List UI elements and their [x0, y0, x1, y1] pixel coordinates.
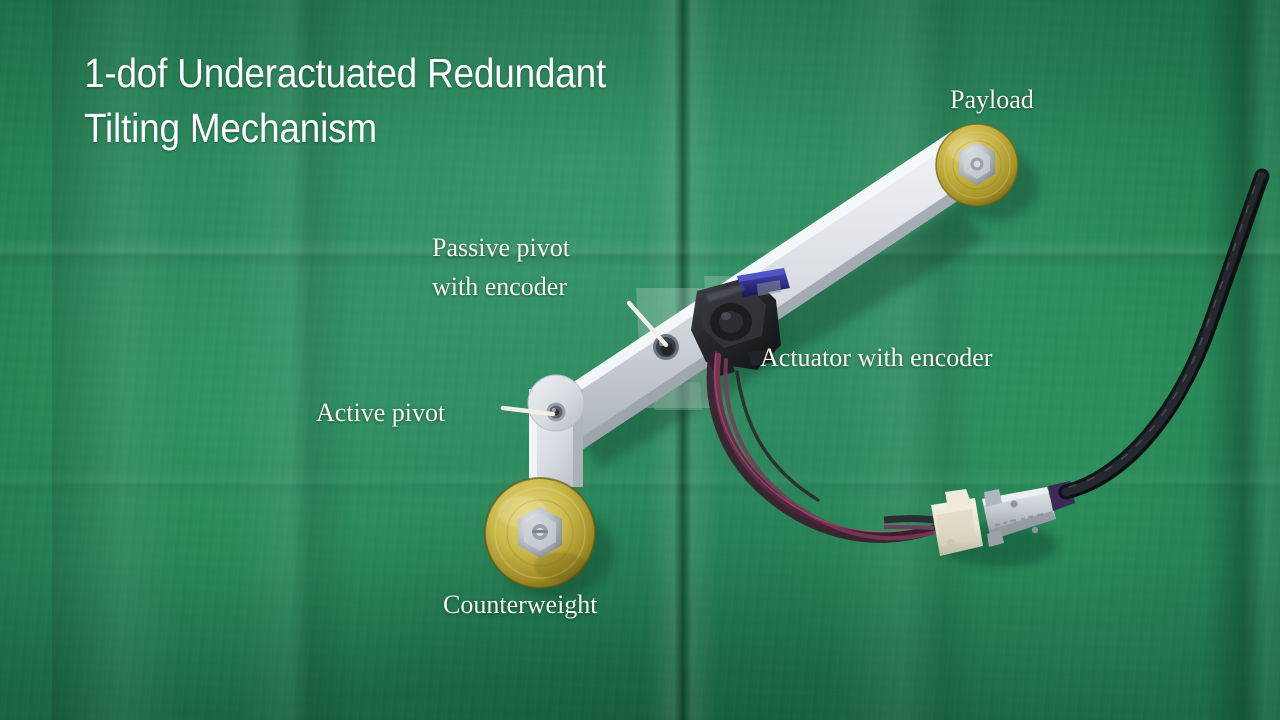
page-title: 1-dof Underactuated Redundant Tilting Me… [84, 50, 607, 151]
label-active-pivot: Active pivot [316, 398, 446, 427]
braided-cable-sleeve [1058, 168, 1270, 500]
passive-pivot-leader [626, 300, 669, 348]
wire-bundle [706, 351, 939, 543]
label-counterweight: Counterweight [443, 590, 598, 619]
connector-marking [995, 513, 1044, 527]
counterweight-link [527, 374, 585, 487]
label-passive-pivot: Passive pivot with encoder [432, 233, 570, 301]
label-actuator: Actuator with encoder [760, 343, 993, 372]
active-pivot-leader [500, 405, 556, 417]
label-payload: Payload [950, 85, 1034, 114]
leader-lines [500, 300, 669, 417]
inline-connector [883, 481, 1075, 556]
payload-disc [935, 123, 1019, 207]
counterweight-disc [484, 477, 596, 589]
